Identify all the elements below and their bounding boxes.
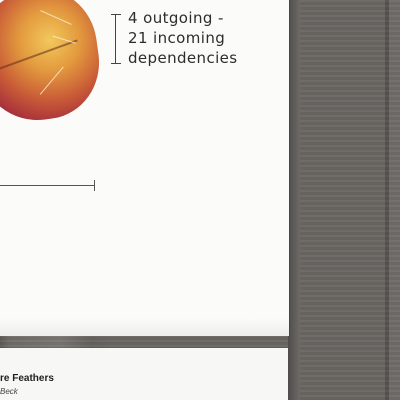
annotation-bracket (111, 14, 124, 64)
poster-edge-shadow (288, 0, 300, 400)
wall-seam-highlight (389, 0, 400, 400)
dependency-annotation: 4 outgoing - 21 incoming dependencies (128, 8, 258, 68)
leaf-vein (39, 66, 64, 95)
wall-seam (385, 0, 389, 400)
annotation-line-3: dependencies (128, 49, 238, 67)
caption-title: re Feathers (0, 373, 54, 384)
measurement-line (0, 180, 95, 191)
leaf-midrib (0, 39, 78, 71)
annotation-line-1: 4 outgoing - (128, 9, 224, 27)
lower-poster-strip (0, 348, 288, 400)
annotation-line-2: 21 incoming (128, 29, 226, 47)
leaf-vein (40, 10, 72, 25)
caption-author: Beck (0, 387, 18, 396)
leaf-vein (52, 35, 76, 44)
